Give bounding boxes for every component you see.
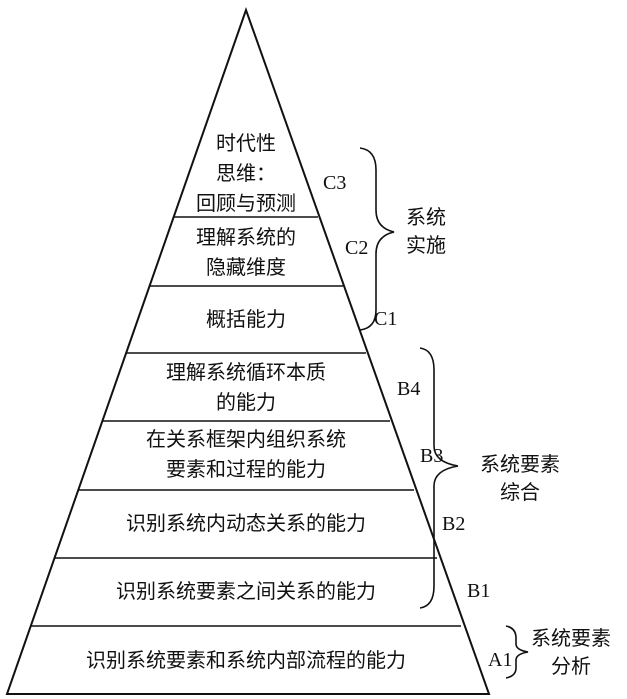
- group-label-element-analysis: 系统要素 分析: [531, 624, 611, 680]
- level-c1-line-1: 概括能力: [206, 307, 286, 331]
- level-b4-line-2: 的能力: [216, 390, 276, 414]
- level-code-c1: C1: [374, 308, 398, 330]
- level-c3-text: 时代性 思维： 回顾与预测: [186, 128, 306, 218]
- level-code-b3: B3: [420, 445, 444, 467]
- level-c3-line-2: 思维：: [216, 161, 276, 185]
- level-c3-line-1: 时代性: [216, 131, 276, 155]
- level-a1-text: 识别系统要素和系统内部流程的能力: [46, 645, 446, 675]
- level-b4-text: 理解系统循环本质 的能力: [126, 357, 366, 417]
- level-b2-line-1: 识别系统内动态关系的能力: [126, 511, 366, 535]
- level-c2-line-1: 理解系统的: [196, 225, 296, 249]
- level-b1-line-1: 识别系统要素之间关系的能力: [116, 579, 376, 603]
- group-synthesis-line-1: 系统要素: [480, 452, 560, 476]
- group-implementation-line-2: 实施: [406, 233, 446, 257]
- pyramid-outline: [5, 6, 491, 695]
- brace-element-synthesis: [419, 347, 459, 609]
- brace-system-implementation: [359, 147, 395, 331]
- level-b2-text: 识别系统内动态关系的能力: [86, 508, 406, 538]
- group-analysis-line-1: 系统要素: [531, 626, 611, 650]
- level-b3-line-2: 要素和过程的能力: [166, 457, 326, 481]
- level-c3-line-3: 回顾与预测: [196, 191, 296, 215]
- level-code-a1: A1: [488, 649, 513, 671]
- level-code-b1: B1: [467, 580, 491, 602]
- level-c2-line-2: 隐藏维度: [206, 255, 286, 279]
- group-synthesis-line-2: 综合: [500, 480, 540, 504]
- group-label-element-synthesis: 系统要素 综合: [480, 450, 560, 506]
- level-c1-text: 概括能力: [166, 304, 326, 334]
- level-c2-text: 理解系统的 隐藏维度: [166, 222, 326, 282]
- level-b3-text: 在关系框架内组织系统 要素和过程的能力: [106, 424, 386, 484]
- level-code-b2: B2: [442, 513, 466, 535]
- level-b4-line-1: 理解系统循环本质: [166, 360, 326, 384]
- brace-element-analysis: [505, 625, 529, 679]
- level-code-c3: C3: [323, 172, 347, 194]
- level-b1-text: 识别系统要素之间关系的能力: [71, 576, 421, 606]
- group-label-system-implementation: 系统 实施: [406, 203, 446, 259]
- level-b3-line-1: 在关系框架内组织系统: [146, 427, 346, 451]
- level-code-b4: B4: [397, 378, 421, 400]
- group-implementation-line-1: 系统: [406, 205, 446, 229]
- level-a1-line-1: 识别系统要素和系统内部流程的能力: [86, 648, 406, 672]
- group-analysis-line-2: 分析: [551, 654, 591, 678]
- level-code-c2: C2: [345, 237, 369, 259]
